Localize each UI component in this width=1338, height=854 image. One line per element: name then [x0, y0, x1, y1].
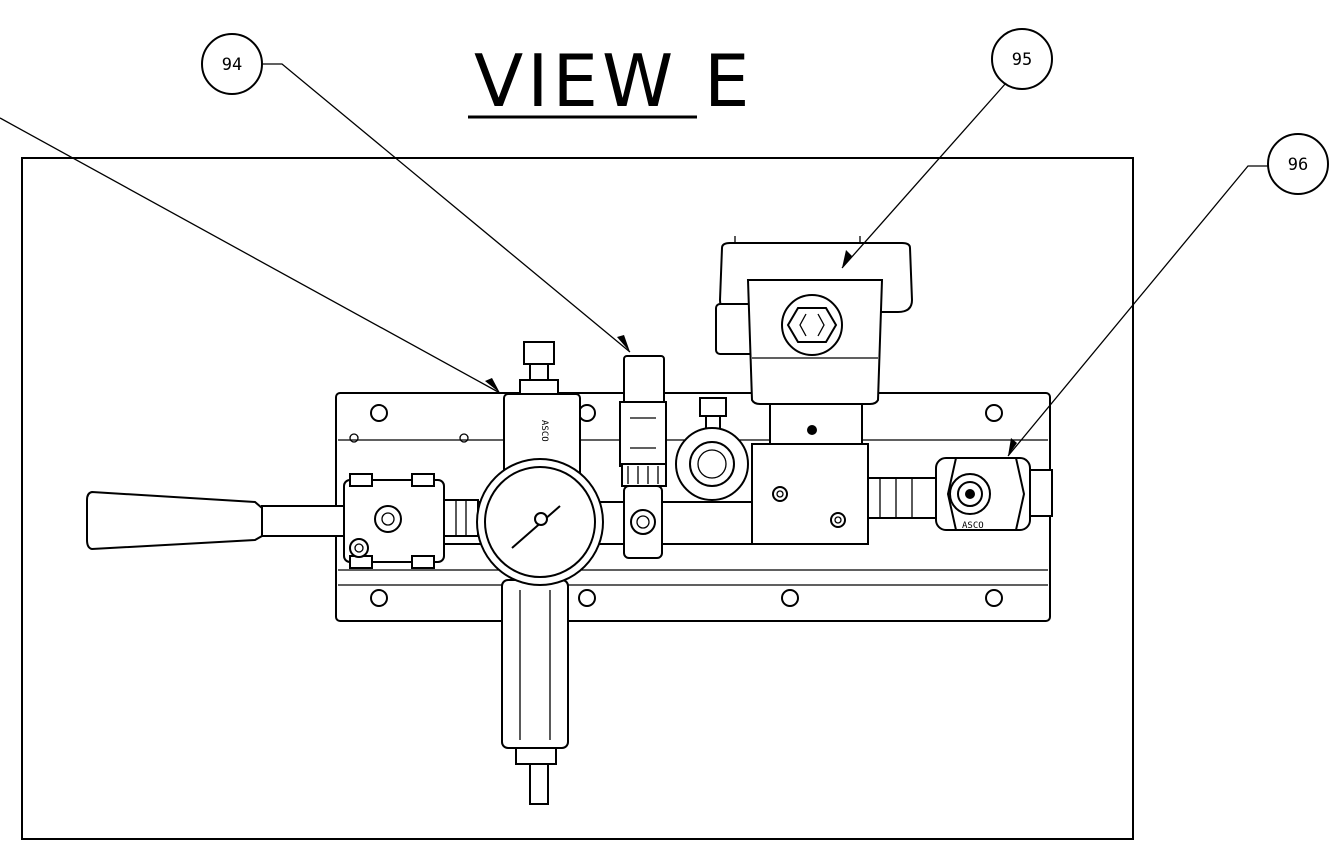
needle-valve: [675, 397, 749, 501]
view-title: VIEW E: [468, 39, 754, 123]
outlet-valve: ASCO: [935, 457, 1031, 531]
mounting-hole: [985, 589, 1003, 607]
balloon-96-label: 96: [1288, 155, 1308, 175]
mounting-hole: [781, 589, 799, 607]
ball-valve: [86, 473, 479, 569]
regulator-brand-marking: ASCO: [539, 420, 549, 442]
mounting-hole: [370, 404, 388, 422]
filter-bowl: [501, 579, 569, 749]
valve-lever-handle: [86, 490, 263, 551]
balloon-96: 96: [1267, 133, 1329, 195]
mounting-hole: [370, 589, 388, 607]
leader-lines: [0, 63, 1268, 457]
enclosure-outline: [21, 157, 1134, 840]
actuator-indicator: [781, 294, 843, 356]
balloon-95: 95: [991, 28, 1053, 90]
balloon-94-label: 94: [222, 55, 242, 75]
inline-check-valve: [619, 355, 667, 559]
mounting-hole: [578, 589, 596, 607]
balloon-94: 94: [201, 33, 263, 95]
mounting-hole: [985, 404, 1003, 422]
gauge-needle: [511, 505, 561, 549]
leader-arrowheads: [485, 250, 1017, 456]
view-title-text: VIEW E: [474, 39, 754, 123]
valve-brand-marking: ASCO: [962, 521, 984, 531]
filter-regulator: ASCO: [476, 341, 604, 805]
balloon-95-label: 95: [1012, 50, 1032, 70]
solenoid-actuator: [715, 236, 914, 545]
